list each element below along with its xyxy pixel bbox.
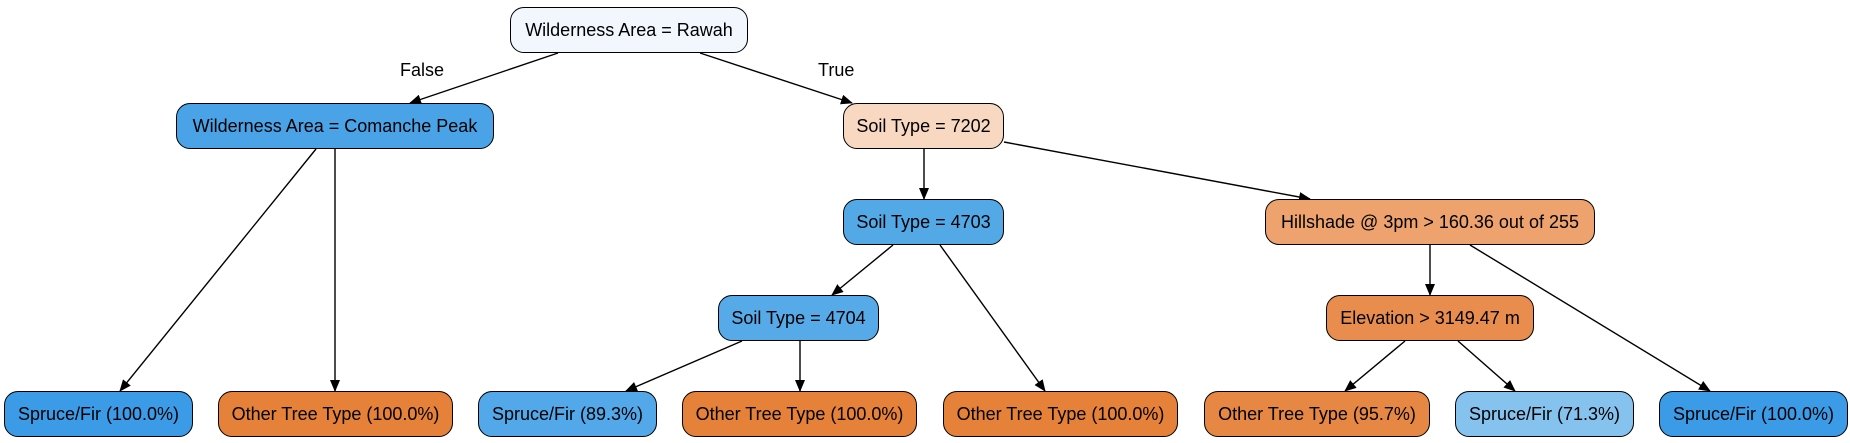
edge-soil7202-to-hillshade [1003,141,1311,202]
edge-elevation-to-leaf6 [1344,340,1406,392]
edge-label-false: False [400,60,445,80]
edge-soil4703-to-leaf5 [939,244,1046,392]
tree-node-leaf8: Spruce/Fir (100.0%) [1659,391,1848,437]
tree-node-leaf7: Spruce/Fir (71.3%) [1455,391,1634,437]
edge-root-to-soil7202 [699,52,853,105]
tree-node-hillshade: Hillshade @ 3pm > 160.36 out of 255 [1265,199,1595,245]
edge-label-true: True [818,60,855,80]
tree-node-leaf5: Other Tree Type (100.0%) [943,391,1178,437]
edge-soil4703-to-soil4704 [831,244,894,296]
tree-node-root: Wilderness Area = Rawah [510,7,748,53]
tree-node-soil7202: Soil Type = 7202 [843,103,1004,149]
edge-root-to-comanche [409,52,559,105]
tree-node-soil4704: Soil Type = 4704 [718,295,879,341]
edge-elevation-to-leaf7 [1457,340,1516,392]
tree-node-leaf6: Other Tree Type (95.7%) [1204,391,1430,437]
tree-node-comanche: Wilderness Area = Comanche Peak [176,103,494,149]
tree-node-soil4703: Soil Type = 4703 [843,199,1004,245]
tree-node-leaf3: Spruce/Fir (89.3%) [478,391,657,437]
edge-soil4704-to-leaf3 [625,340,743,392]
tree-node-leaf4: Other Tree Type (100.0%) [682,391,917,437]
tree-node-leaf1: Spruce/Fir (100.0%) [4,391,193,437]
edge-comanche-to-leaf1 [119,148,317,392]
tree-node-leaf2: Other Tree Type (100.0%) [218,391,453,437]
edge-hillshade-to-leaf8 [1469,244,1711,392]
tree-node-elevation: Elevation > 3149.47 m [1326,295,1534,341]
